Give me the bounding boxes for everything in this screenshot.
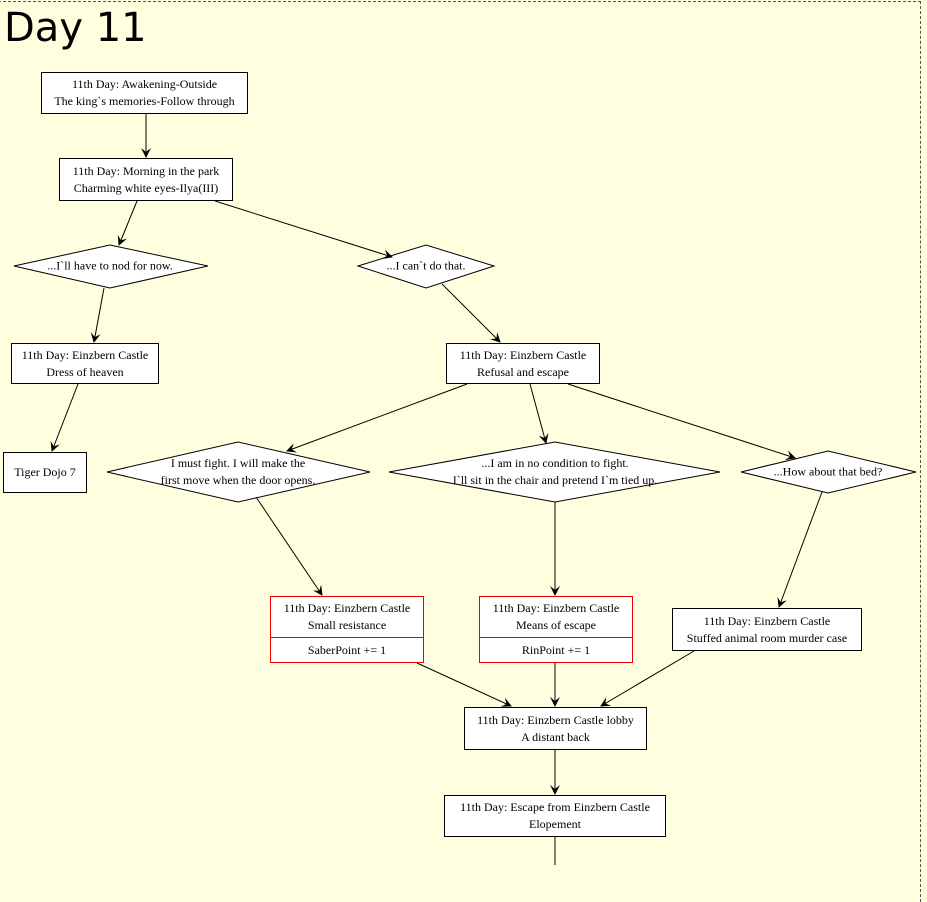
node-line1: 11th Day: Einzbern Castle (21, 347, 149, 362)
node-escape-elopement: 11th Day: Escape from Einzbern Castle El… (444, 795, 666, 837)
node-line1: 11th Day: Einzbern Castle lobby (477, 712, 634, 727)
edge (777, 491, 823, 608)
edge (529, 383, 549, 444)
choice-line2: first move when the door opens. (160, 473, 316, 487)
edge (600, 650, 695, 707)
diamond-d3 (106, 441, 371, 503)
node-morning-in-the-park: 11th Day: Morning in the park Charming w… (59, 158, 233, 201)
edge (50, 383, 79, 452)
node-line2: A distant back (521, 729, 590, 744)
node-line1: 11th Day: Escape from Einzbern Castle (460, 800, 650, 814)
node-line2: Elopement (529, 817, 581, 831)
edge (90, 287, 105, 343)
choice-how-about-that-bed: ...How about that bed? (773, 464, 883, 479)
node-line1: 11th Day: Einzbern Castle (492, 601, 620, 615)
choice-line1: I must fight. I will make the (170, 456, 306, 470)
node-effect: RinPoint += 1 (521, 642, 591, 657)
node-stuffed-animal-room: 11th Day: Einzbern Castle Stuffed animal… (672, 608, 862, 651)
node-line1: 11th Day: Awakening-Outside (71, 77, 218, 91)
choice-line2: I`ll sit in the chair and pretend I`m ti… (452, 473, 658, 487)
node-line2: Dress of heaven (46, 364, 124, 379)
node-line2: Charming white eyes-Ilya(III) (73, 180, 219, 195)
node-line1: 11th Day: Morning in the park (72, 163, 220, 178)
choice-cant-do-that: ...I can`t do that. (386, 258, 466, 273)
node-line2: Means of escape (516, 618, 596, 632)
node-dress-of-heaven: 11th Day: Einzbern Castle Dress of heave… (11, 343, 159, 384)
node-line1: 11th Day: Einzbern Castle (283, 601, 411, 615)
node-line2: The king`s memories-Follow through (54, 94, 235, 108)
diamond-d4 (388, 441, 721, 503)
node-line2: Refusal and escape (477, 364, 569, 379)
edge (286, 383, 468, 453)
choice-must-fight: I must fight. I will make the first move… (161, 455, 316, 489)
node-line2: Small resistance (307, 618, 387, 632)
node-effect: SaberPoint += 1 (307, 642, 387, 657)
node-line2: Stuffed animal room murder case (686, 630, 848, 645)
choice-line1: ...I am in no condition to fight. (481, 456, 629, 470)
diamond-d5 (740, 450, 917, 494)
node-line1: 11th Day: Einzbern Castle (459, 347, 587, 362)
edges (13, 114, 917, 865)
node-tiger-dojo-7: Tiger Dojo 7 (3, 452, 87, 493)
node-awakening-outside: 11th Day: Awakening-Outside The king`s m… (41, 72, 248, 114)
node-refusal-and-escape: 11th Day: Einzbern Castle Refusal and es… (446, 343, 600, 384)
edge (117, 200, 138, 246)
edge (567, 383, 796, 460)
diamond-d1 (13, 244, 209, 289)
node-line1: Tiger Dojo 7 (14, 465, 76, 479)
page-title: Day 11 (4, 5, 147, 51)
choice-nod-for-now: ...I`ll have to nod for now. (47, 258, 173, 273)
edge (255, 496, 323, 596)
edge (416, 662, 512, 707)
edge (441, 283, 501, 343)
node-line1: 11th Day: Einzbern Castle (703, 613, 831, 628)
edge (214, 200, 393, 260)
choice-no-condition-to-fight: ...I am in no condition to fight. I`ll s… (453, 455, 658, 489)
node-castle-lobby: 11th Day: Einzbern Castle lobby A distan… (464, 707, 647, 750)
